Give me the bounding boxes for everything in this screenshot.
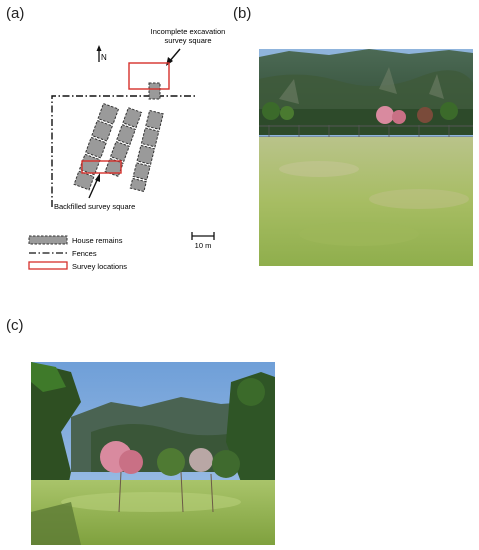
house-block bbox=[136, 144, 156, 165]
house-block bbox=[148, 82, 161, 100]
annotation-backfilled: Backfilled survey square bbox=[54, 202, 135, 211]
north-label: N bbox=[101, 53, 107, 62]
house-block bbox=[145, 109, 164, 130]
panel-label-b: (b) bbox=[233, 5, 252, 22]
scale-label: 10 m bbox=[195, 241, 212, 250]
house-block bbox=[97, 102, 120, 125]
house-block bbox=[85, 136, 107, 159]
house-remains bbox=[73, 82, 164, 193]
house-block bbox=[116, 123, 137, 146]
annotation-backfilled-arrow-icon bbox=[88, 173, 100, 199]
panel-label-c: (c) bbox=[6, 317, 24, 334]
annotation-incomplete-line2: survey square bbox=[164, 36, 211, 45]
legend-fences: Fences bbox=[72, 249, 97, 258]
legend-swatch-house bbox=[28, 235, 68, 245]
fence-line bbox=[51, 95, 196, 207]
survey-square-incomplete bbox=[128, 62, 170, 90]
house-block bbox=[73, 170, 95, 191]
house-block bbox=[122, 107, 143, 129]
scale-bar bbox=[191, 232, 215, 240]
house-block bbox=[91, 119, 113, 142]
north-arrow-icon bbox=[96, 45, 102, 62]
site-map: N Incomplete excavation survey square bbox=[28, 27, 226, 271]
legend-survey-locations: Survey locations bbox=[72, 262, 127, 271]
panel-label-a: (a) bbox=[6, 5, 25, 22]
legend-swatch-survey bbox=[28, 261, 68, 270]
site-photo-c bbox=[31, 362, 275, 545]
annotation-incomplete-arrow-icon bbox=[166, 48, 181, 66]
annotation-incomplete-line1: Incomplete excavation bbox=[151, 27, 226, 36]
house-block bbox=[109, 140, 130, 163]
house-block bbox=[140, 127, 160, 148]
site-photo-b bbox=[259, 49, 473, 266]
house-block bbox=[132, 162, 151, 181]
house-block bbox=[129, 177, 147, 193]
legend: House remains Fences Survey locations bbox=[28, 235, 127, 271]
survey-square-backfilled bbox=[81, 160, 122, 174]
legend-house-remains: House remains bbox=[72, 236, 123, 245]
